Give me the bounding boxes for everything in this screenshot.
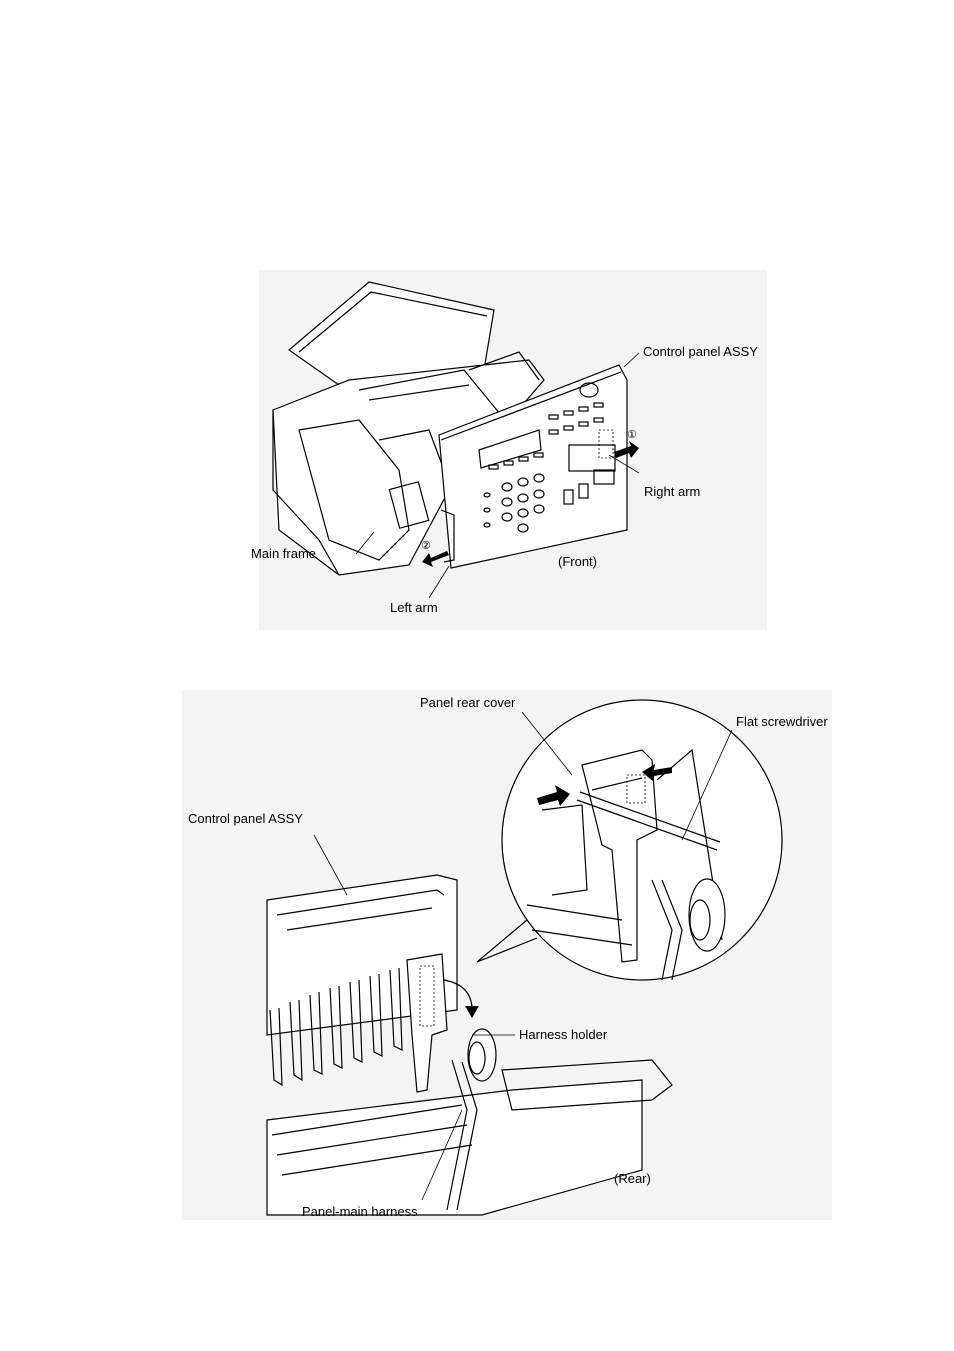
rear-view-figure: Panel rear cover Flat screwdriver Contro… — [182, 690, 832, 1220]
label-control-panel-assy-rear: Control panel ASSY — [188, 811, 303, 826]
magnified-detail — [526, 748, 726, 981]
label-rear: (Rear) — [614, 1171, 651, 1186]
paper-guide-ribs — [269, 967, 403, 1087]
label-panel-rear-cover: Panel rear cover — [420, 695, 516, 710]
label-control-panel-assy: Control panel ASSY — [643, 344, 758, 359]
left-arm-tab — [440, 509, 455, 563]
label-step-2: ② — [421, 540, 431, 552]
front-view-drawing — [272, 281, 640, 599]
arrow-left-arm — [422, 551, 449, 567]
harness-holder — [406, 953, 448, 1093]
label-left-arm: Left arm — [390, 600, 438, 615]
label-right-arm: Right arm — [644, 484, 701, 499]
label-main-frame: Main frame — [251, 546, 317, 561]
front-view-figure: Control panel ASSY ① Right arm Main fram… — [251, 270, 767, 630]
keypad — [483, 473, 545, 533]
label-step-1: ① — [627, 429, 637, 441]
paper-support — [288, 281, 495, 386]
function-keys — [488, 402, 616, 505]
paper-tray — [501, 1059, 673, 1111]
control-panel-assy — [438, 364, 628, 569]
right-arm-tab — [598, 429, 614, 459]
rear-view-drawing — [266, 699, 783, 1216]
lcd-window — [478, 429, 542, 469]
panel-main-harness-cable — [446, 1059, 468, 1211]
arrow-release-right — [642, 764, 672, 782]
label-harness-holder: Harness holder — [519, 1027, 608, 1042]
magnified-detail-circle — [501, 699, 783, 981]
arrow-right-arm — [614, 441, 639, 458]
gear — [467, 1028, 497, 1082]
label-front: (Front) — [558, 554, 597, 569]
label-flat-screwdriver: Flat screwdriver — [736, 714, 828, 729]
arrow-release-left — [537, 785, 570, 806]
label-panel-main-harness: Panel-main harness — [302, 1204, 418, 1219]
flat-screwdriver-shaft — [576, 799, 718, 851]
